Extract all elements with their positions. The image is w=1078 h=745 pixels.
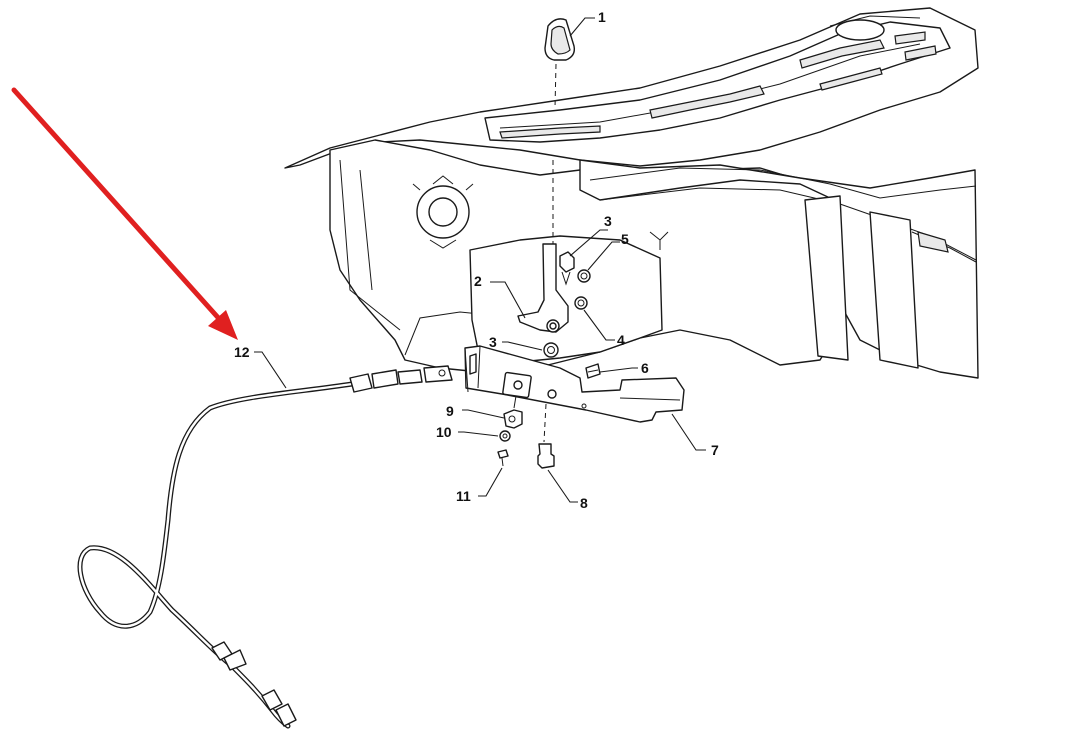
callout-1: 1 — [569, 9, 606, 37]
svg-text:8: 8 — [580, 495, 588, 511]
svg-text:2: 2 — [474, 273, 482, 289]
callout-12: 12 — [234, 344, 287, 389]
callout-11: 11 — [456, 467, 503, 504]
svg-text:12: 12 — [234, 344, 250, 360]
callout-2: 2 — [474, 273, 526, 319]
part-2-latch-hook — [517, 160, 569, 333]
part-3-nut-upper — [559, 251, 575, 286]
svg-text:1: 1 — [598, 9, 606, 25]
highlight-arrow — [11, 87, 238, 340]
svg-text:10: 10 — [436, 424, 452, 440]
part-12-release-cable — [77, 365, 453, 729]
part-5-bolt — [577, 269, 591, 283]
callout-5: 5 — [587, 231, 629, 271]
part-7-latch-bracket — [464, 345, 685, 423]
svg-text:3: 3 — [489, 334, 497, 350]
svg-text:5: 5 — [621, 231, 629, 247]
svg-text:6: 6 — [641, 360, 649, 376]
svg-text:4: 4 — [617, 332, 625, 348]
svg-text:9: 9 — [446, 403, 454, 419]
callout-8: 8 — [547, 469, 588, 511]
part-10-washer — [499, 430, 511, 442]
callout-7: 7 — [671, 413, 719, 458]
part-3-nut-lower — [543, 342, 559, 358]
callout-3-lower: 3 — [489, 334, 543, 351]
svg-text:3: 3 — [604, 213, 612, 229]
vehicle-body-structure — [284, 7, 979, 379]
part-8-bolt — [537, 403, 555, 469]
svg-text:7: 7 — [711, 442, 719, 458]
part-9-cable-clamp — [503, 395, 523, 429]
callout-10: 10 — [436, 424, 499, 440]
callout-6: 6 — [599, 360, 649, 376]
part-4-washer — [574, 296, 588, 310]
callout-9: 9 — [446, 403, 505, 419]
part-1-release-handle — [544, 18, 576, 109]
part-11-screw — [497, 449, 509, 467]
svg-text:11: 11 — [456, 488, 471, 504]
callout-4: 4 — [583, 309, 625, 348]
callout-3-upper: 3 — [569, 213, 612, 257]
part-6-clip — [585, 363, 601, 379]
